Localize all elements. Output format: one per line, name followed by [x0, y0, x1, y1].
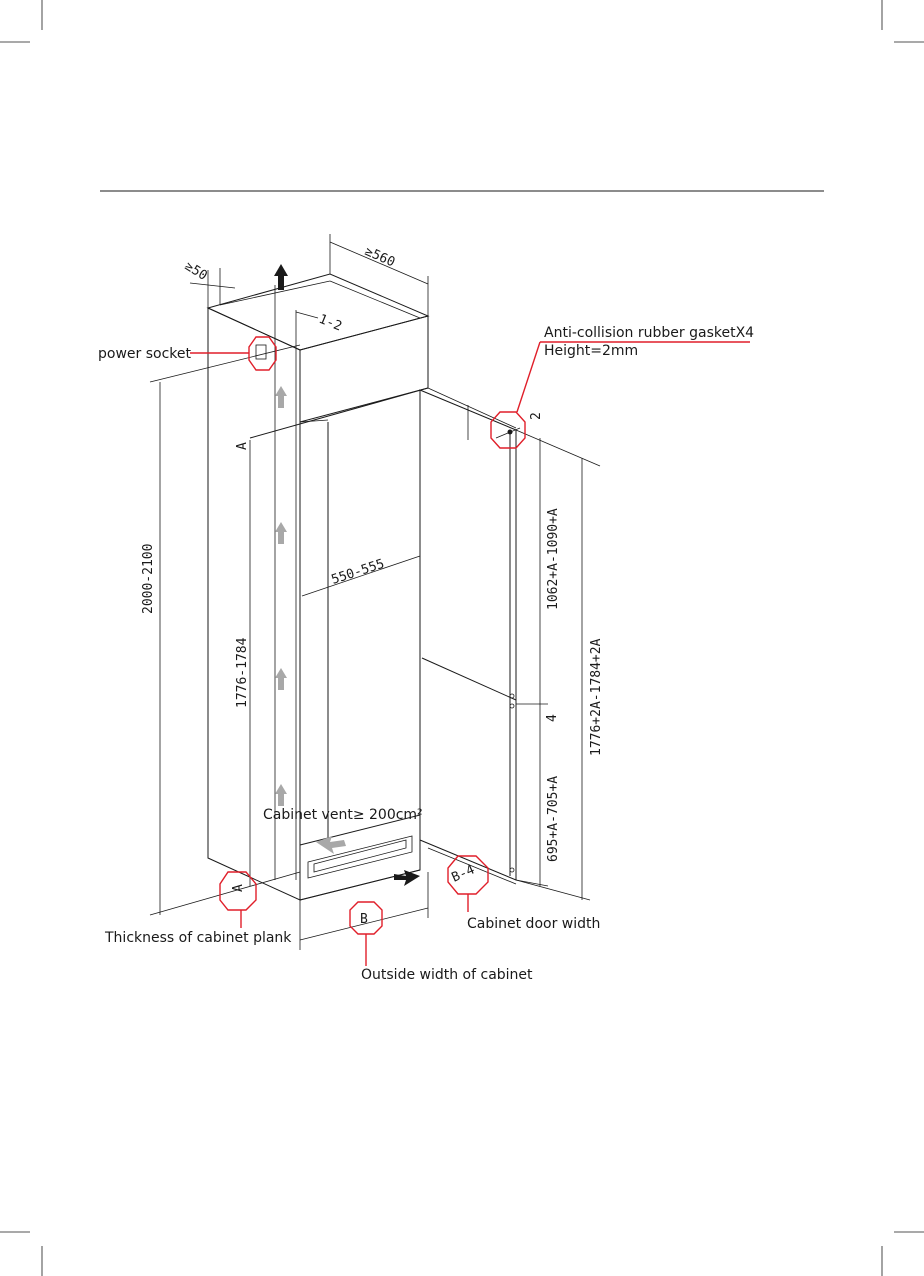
gasket-label-line1: Anti-collision rubber gasketX4	[544, 325, 754, 341]
dim-gap-4: 4	[545, 714, 560, 722]
dim-gap-1-2: 1-2	[317, 312, 344, 335]
gasket-label-line2: Height=2mm	[544, 343, 638, 359]
cabinet-door-width-label: Cabinet door width	[467, 916, 600, 932]
thickness-plank-label: Thickness of cabinet plank	[104, 930, 292, 946]
dim-inner-depth: 550-555	[330, 557, 387, 588]
dim-top-depth: ≥560	[362, 244, 397, 270]
dim-b-minus-4: B-4	[450, 862, 478, 885]
dim-lower-door: 695+A-705+A	[546, 776, 561, 862]
dim-gap-2: 2	[529, 412, 544, 420]
dimension-lines	[150, 234, 600, 950]
dim-door-total: 1776+2A-1784+2A	[589, 638, 604, 756]
dim-a-bottom: A	[231, 884, 246, 892]
dim-b: B	[360, 912, 368, 927]
callout-plank-thickness	[220, 872, 256, 928]
dim-top-gap: ≥50	[182, 259, 210, 284]
power-socket-label: power socket	[98, 346, 192, 362]
dim-upper-door: 1062+A-1090+A	[546, 508, 561, 610]
cabinet-vent-label: Cabinet vent≥ 200cm²	[263, 807, 423, 823]
dim-niche-height: 1776-1784	[235, 637, 250, 708]
dim-a-top: A	[235, 442, 250, 450]
callout-power-socket	[190, 337, 276, 370]
dim-total-height: 2000-2100	[141, 544, 156, 614]
outside-width-label: Outside width of cabinet	[361, 967, 533, 983]
